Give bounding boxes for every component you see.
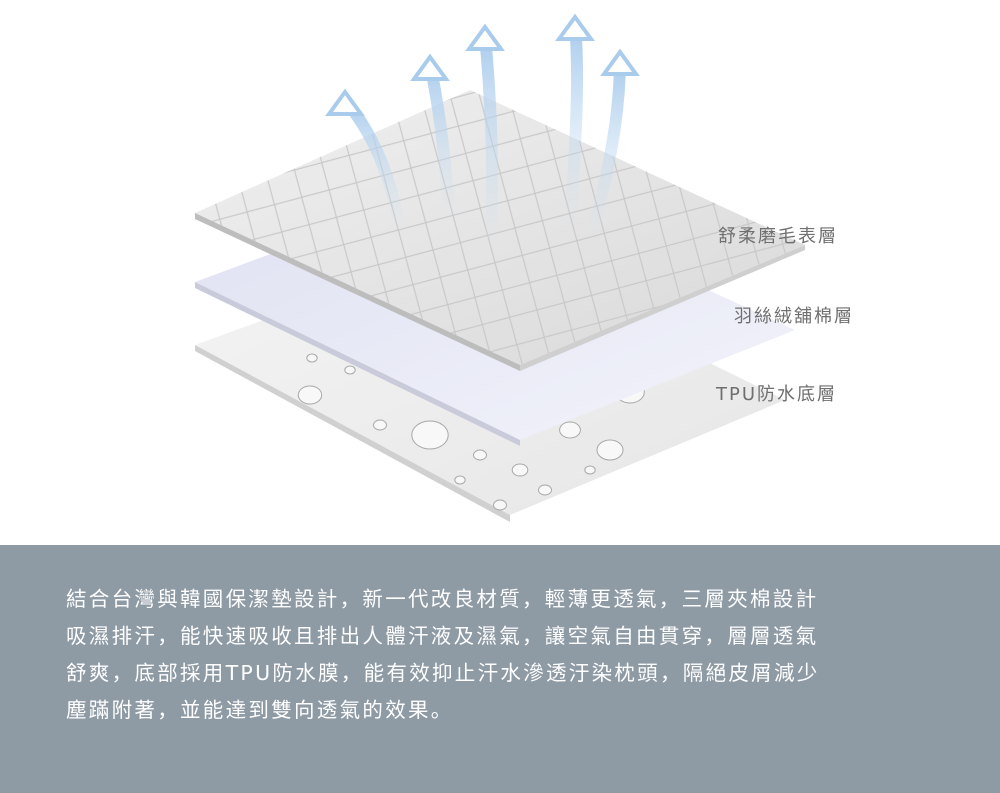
water-droplet	[511, 463, 529, 477]
description-line: 吸濕排汗，能快速吸收且排出人體汗液及濕氣，讓空氣自由貫穿，層層透氣	[66, 624, 819, 648]
water-droplet	[297, 385, 323, 405]
water-droplet	[411, 420, 449, 450]
top-layer-brushed	[195, 90, 805, 371]
label-top-layer: 舒柔磨毛表層	[718, 226, 838, 247]
description-line: 舒爽，底部採用TPU防水膜，能有效抑止汗水滲透汙染枕頭，隔絕皮屑減少	[66, 661, 820, 685]
water-droplet	[596, 439, 624, 461]
airflow-arrow	[584, 59, 626, 242]
arrow-head-icon	[555, 13, 595, 41]
mattress-layers-illustration	[195, 13, 805, 522]
water-droplet	[493, 499, 507, 511]
description-panel: 結合台灣與韓國保潔墊設計，新一代改良材質，輕薄更透氣，三層夾棉設計 吸濕排汗，能…	[0, 545, 1000, 793]
water-droplet	[454, 475, 466, 485]
water-droplet	[584, 465, 596, 475]
description-line: 塵蹣附著，並能達到雙向透氣的效果。	[66, 698, 454, 722]
arrow-head-icon	[410, 53, 450, 81]
arrow-head-icon	[325, 88, 365, 116]
label-middle-layer: 羽絲絨舖棉層	[734, 306, 854, 327]
description-line: 結合台灣與韓國保潔墊設計，新一代改良材質，輕薄更透氣，三層夾棉設計	[66, 587, 819, 611]
water-droplet	[344, 365, 356, 375]
water-droplet	[306, 353, 318, 363]
arrow-head-icon	[465, 23, 505, 51]
airflow-arrow	[564, 24, 584, 231]
airflow-arrows	[325, 13, 640, 251]
airflow-arrow	[479, 34, 499, 251]
water-droplet	[473, 449, 487, 461]
label-bottom-layer: TPU防水底層	[716, 384, 838, 405]
water-droplet	[373, 419, 387, 431]
arrow-head-icon	[600, 48, 640, 76]
water-droplet	[559, 421, 581, 439]
description-text: 結合台灣與韓國保潔墊設計，新一代改良材質，輕薄更透氣，三層夾棉設計 吸濕排汗，能…	[66, 581, 946, 729]
water-droplet	[538, 484, 552, 496]
